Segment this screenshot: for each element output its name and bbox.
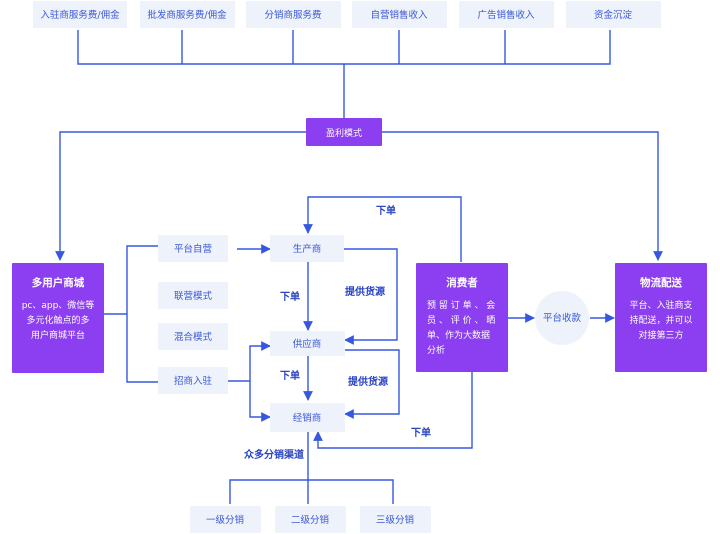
operation-modes: 平台自营 联营模式 混合模式 招商入驻 [158, 235, 228, 394]
distributor-node: 经销商 [270, 403, 345, 432]
edge-label-supply: 提供货源 [348, 375, 388, 388]
logistics-desc-line: 对接第三方 [638, 329, 683, 341]
mode-item: 平台自营 [158, 235, 228, 262]
tier-label: 三级分销 [376, 514, 415, 526]
consumer-desc-line: 分析 [427, 344, 445, 356]
edge-label-order: 下单 [280, 369, 300, 382]
revenue-source: 分销商服务费 [246, 1, 341, 28]
mall-desc-line: pc、app、微信等 [22, 299, 95, 311]
edge-label-channels: 众多分销渠道 [244, 448, 304, 461]
mode-label: 混合模式 [174, 331, 213, 343]
mall-desc-line: 用户商城平台 [31, 329, 85, 341]
profit-model-label: 盈利模式 [326, 127, 362, 139]
revenue-source: 广告销售收入 [459, 1, 554, 28]
mall-node: 多用户商城 pc、app、微信等 多元化触点的多 用户商城平台 [12, 263, 104, 373]
consumer-desc-line: 预 留 订 单 、 会 [427, 299, 495, 311]
tier-item: 三级分销 [360, 506, 431, 533]
tier-label: 二级分销 [291, 514, 330, 526]
supplier-label: 供应商 [293, 338, 322, 350]
revenue-source-label: 自营销售收入 [370, 9, 428, 21]
collection-node: 平台收款 [535, 291, 589, 345]
mode-label: 招商入驻 [174, 375, 213, 387]
logistics-title: 物流配送 [640, 276, 682, 289]
mode-item: 招商入驻 [158, 367, 228, 394]
consumer-desc-line: 单、作为大数据 [427, 329, 490, 341]
collection-label: 平台收款 [543, 312, 582, 324]
logistics-desc-line: 平台、入驻商支 [629, 299, 692, 311]
connector-lines [55, 30, 663, 504]
consumer-node: 消费者 预 留 订 单 、 会 员 、 评 价 、 晒 单、作为大数据 分析 [416, 263, 508, 372]
revenue-source: 自营销售收入 [352, 1, 447, 28]
producer-node: 生产商 [270, 235, 344, 262]
revenue-source: 批发商服务费/佣金 [140, 1, 235, 28]
producer-label: 生产商 [293, 243, 322, 255]
consumer-title: 消费者 [446, 276, 478, 289]
profit-model-node: 盈利模式 [306, 118, 382, 146]
edge-label-order: 下单 [376, 204, 396, 217]
mode-label: 平台自营 [174, 243, 212, 255]
consumer-desc-line: 员 、 评 价 、 晒 [427, 315, 495, 326]
revenue-source-label: 广告销售收入 [477, 9, 535, 21]
logistics-node: 物流配送 平台、入驻商支 持配送，并可以 对接第三方 [615, 263, 707, 372]
revenue-source-label: 资金沉淀 [594, 9, 633, 21]
mode-item: 混合模式 [158, 323, 228, 350]
revenue-source: 入驻商服务费/佣金 [33, 1, 127, 28]
distributor-label: 经销商 [293, 412, 322, 424]
edge-label-order: 下单 [411, 426, 431, 439]
tier-item: 二级分销 [275, 506, 346, 533]
mode-label: 联营模式 [174, 290, 213, 302]
mall-desc-line: 多元化触点的多 [26, 314, 89, 326]
revenue-source-label: 入驻商服务费/佣金 [40, 9, 120, 21]
logistics-desc-line: 持配送，并可以 [629, 314, 692, 326]
revenue-source: 资金沉淀 [566, 1, 661, 28]
distribution-tiers: 一级分销 二级分销 三级分销 [190, 506, 431, 533]
tier-item: 一级分销 [190, 506, 261, 533]
revenue-source-label: 分销商服务费 [264, 9, 321, 21]
tier-label: 一级分销 [206, 514, 245, 526]
mall-title: 多用户商城 [32, 276, 85, 289]
edge-label-order: 下单 [280, 290, 300, 303]
edge-label-supply: 提供货源 [345, 285, 385, 298]
supplier-node: 供应商 [270, 331, 345, 356]
revenue-source-label: 批发商服务费/佣金 [147, 9, 227, 21]
revenue-sources: 入驻商服务费/佣金 批发商服务费/佣金 分销商服务费 自营销售收入 广告销售收入… [33, 1, 661, 28]
mode-item: 联营模式 [158, 282, 228, 309]
